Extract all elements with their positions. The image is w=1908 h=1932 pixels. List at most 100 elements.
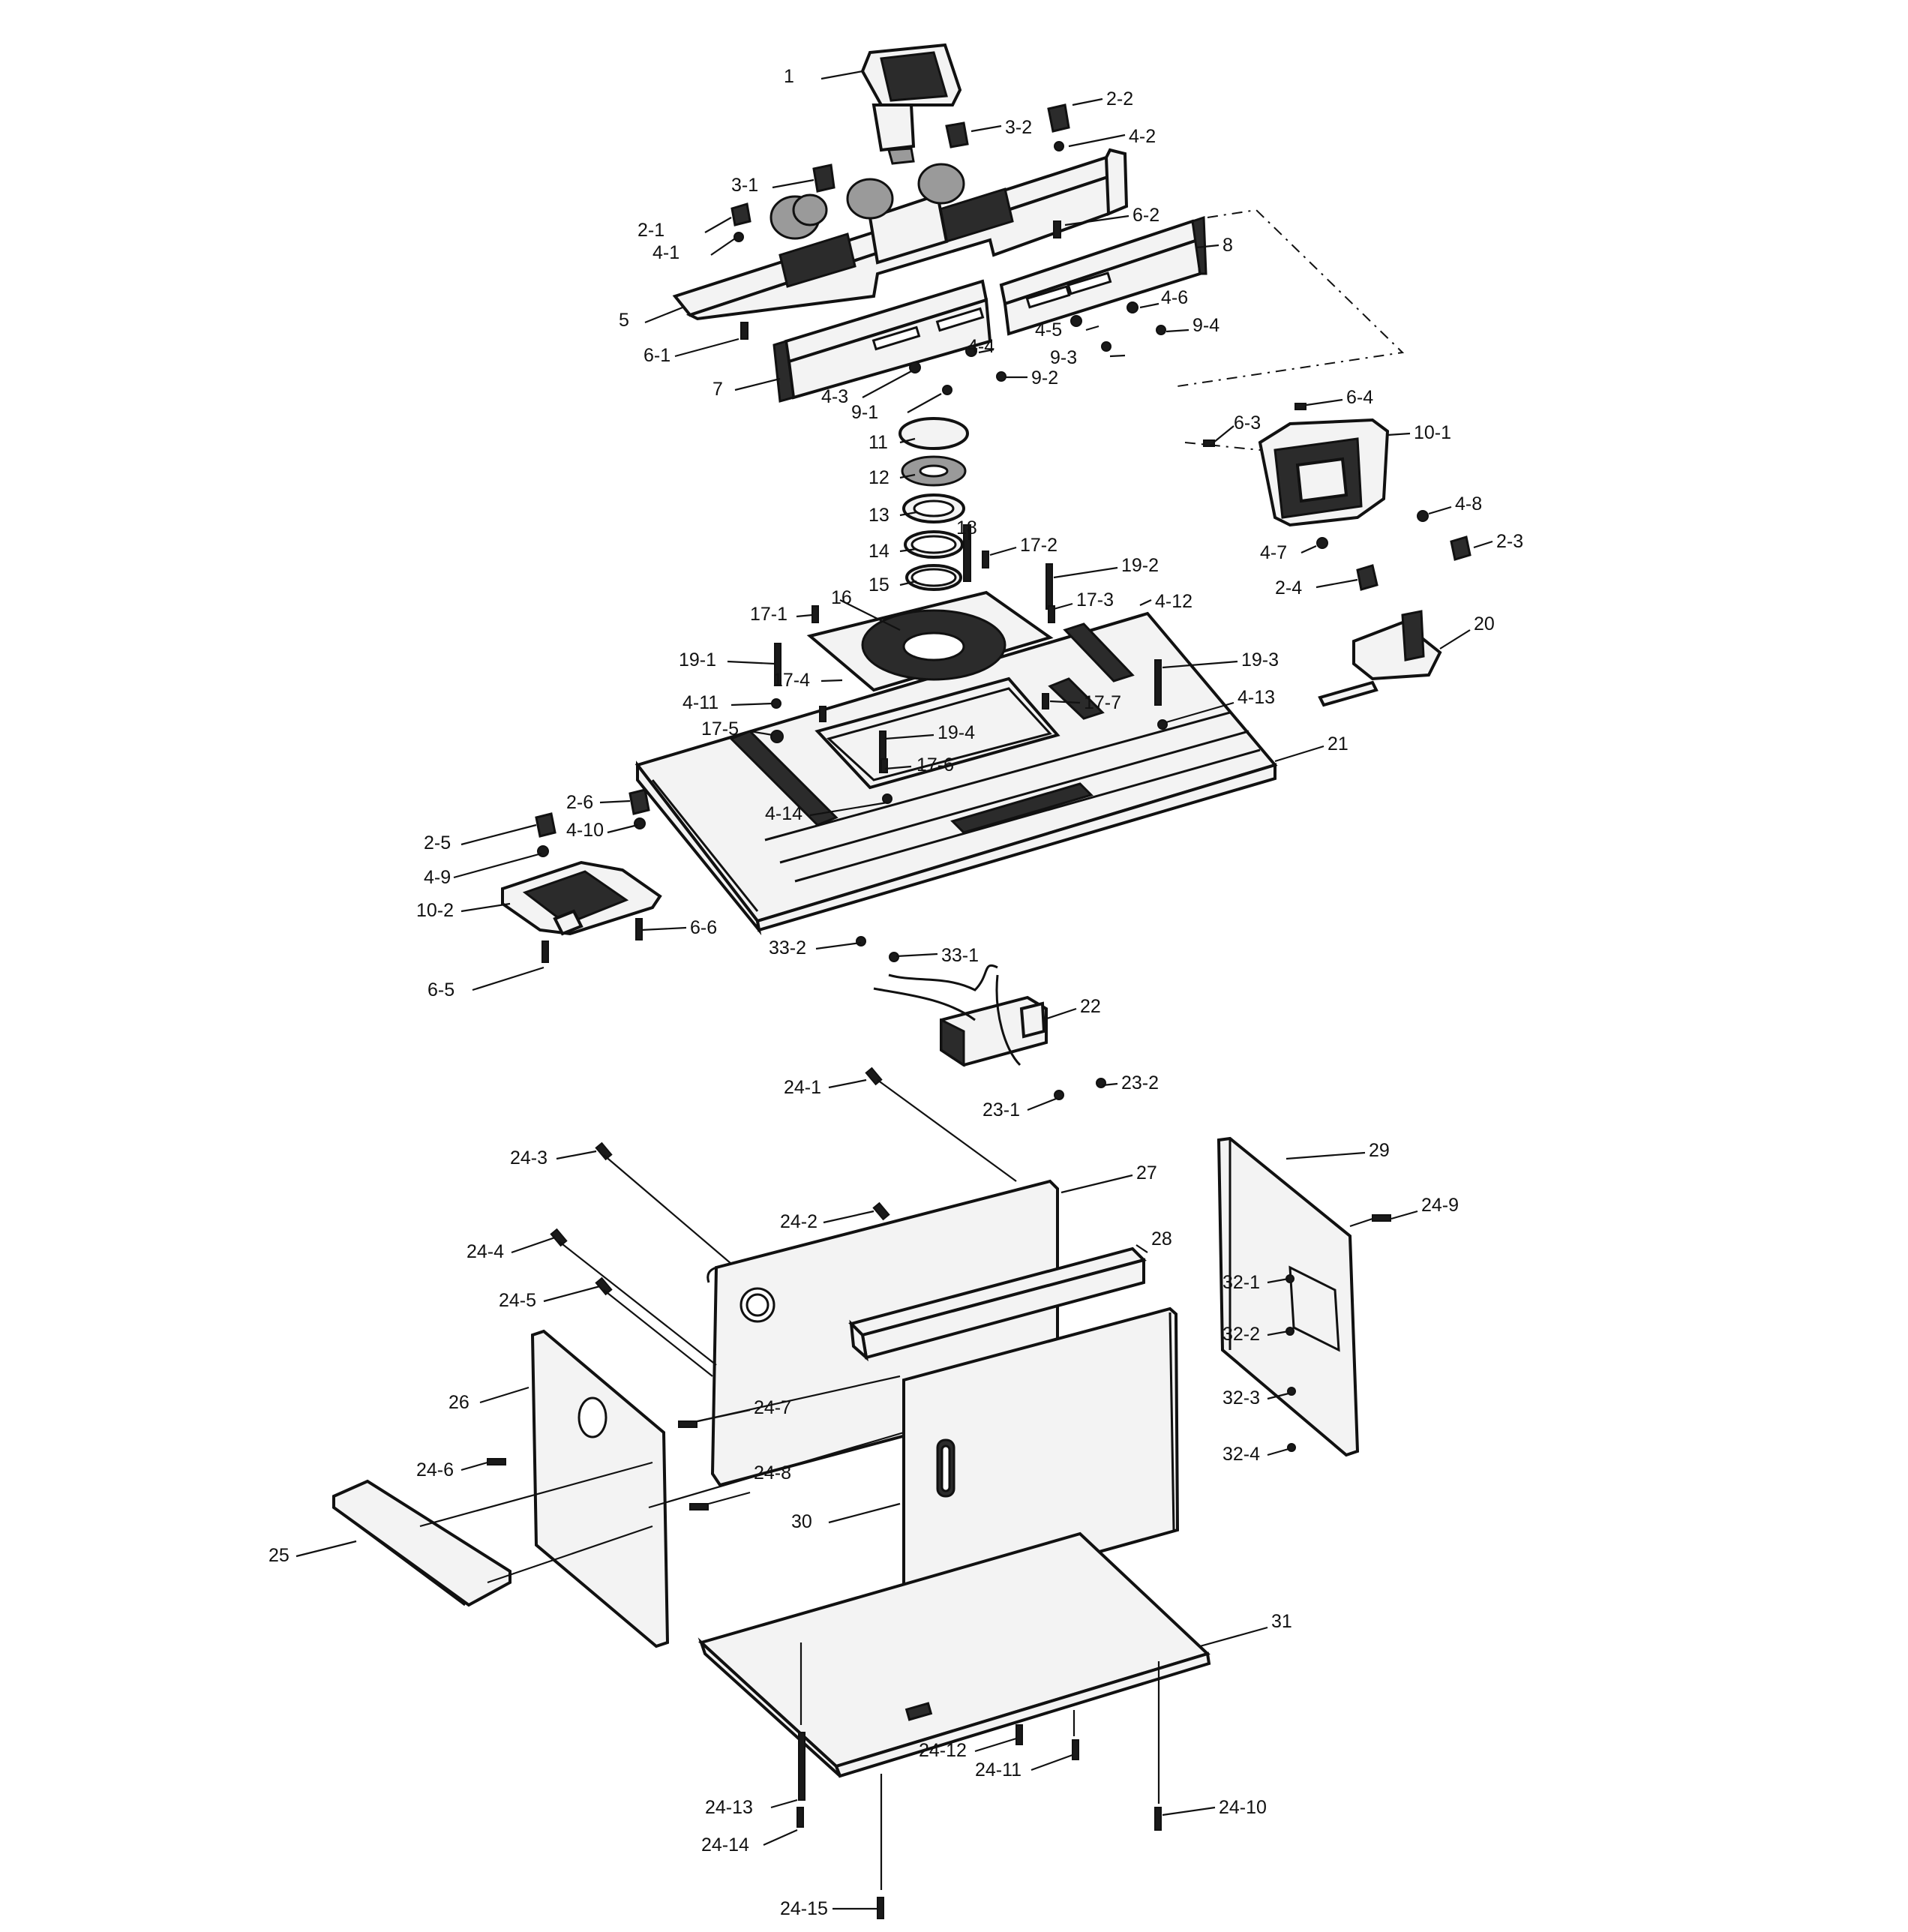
washer-4-7 xyxy=(1316,537,1328,549)
callout-24-8: 24-8 xyxy=(754,1462,791,1484)
callout-24-11: 24-11 xyxy=(975,1760,1022,1780)
callout-8: 8 xyxy=(1222,235,1233,256)
callout-24-6: 24-6 xyxy=(416,1460,454,1480)
callout-4-13: 4-13 xyxy=(1238,687,1275,708)
featherboard-right-part xyxy=(1184,403,1472,591)
callout-17-1: 17-1 xyxy=(750,604,788,625)
callout-15: 15 xyxy=(868,574,890,596)
knob-2-5 xyxy=(535,812,556,838)
washer-4-2 xyxy=(1054,141,1064,152)
callout-10-1: 10-1 xyxy=(1414,422,1451,443)
callout-20: 20 xyxy=(1474,614,1495,634)
callout-1: 1 xyxy=(784,66,794,87)
knob-9-2 xyxy=(996,371,1006,382)
callout-28: 28 xyxy=(1151,1228,1172,1250)
callout-17-6: 17-6 xyxy=(916,754,954,776)
callout-31: 31 xyxy=(1271,1611,1292,1632)
callout-32-3: 32-3 xyxy=(1222,1388,1260,1408)
knob-9-3 xyxy=(1101,341,1112,352)
top-rail-part xyxy=(848,1246,1147,1362)
callout-19-2: 19-2 xyxy=(1121,555,1159,576)
callout-5: 5 xyxy=(619,310,629,331)
screw-6-5 xyxy=(542,940,549,963)
fence-rail-part xyxy=(672,148,1129,321)
washer-4-3 xyxy=(909,362,921,374)
washer-4-5 xyxy=(1070,315,1082,327)
callout-2-3: 2-3 xyxy=(1496,531,1523,552)
callout-24-9: 24-9 xyxy=(1421,1195,1459,1216)
callout-13: 13 xyxy=(868,505,890,526)
screw-23-1 xyxy=(1054,1090,1064,1100)
shelf-part xyxy=(332,1479,512,1607)
callout-27: 27 xyxy=(1136,1162,1157,1184)
screw-6-2 xyxy=(1053,220,1061,238)
washer-4-4 xyxy=(965,345,977,357)
callout-14: 14 xyxy=(868,541,890,562)
bit-guard-part xyxy=(860,43,962,165)
callout-23-1: 23-1 xyxy=(982,1100,1020,1120)
callout-4-8: 4-8 xyxy=(1455,494,1482,514)
callout-18: 18 xyxy=(956,518,977,538)
callout-22: 22 xyxy=(1080,996,1101,1017)
screw-6-1 xyxy=(740,322,748,340)
callout-12: 12 xyxy=(868,467,890,488)
washer-4-10 xyxy=(634,818,646,830)
callout-9-3: 9-3 xyxy=(1050,347,1077,368)
callout-6-5: 6-5 xyxy=(428,980,454,1000)
callout-19-3: 19-3 xyxy=(1241,650,1279,670)
callout-17-7: 17-7 xyxy=(1084,692,1121,713)
callout-32-2: 32-2 xyxy=(1222,1324,1260,1345)
callout-3-2: 3-2 xyxy=(1005,117,1032,138)
callout-4-11: 4-11 xyxy=(682,692,718,713)
callout-17-4: 17-4 xyxy=(772,670,810,691)
callout-16: 16 xyxy=(831,587,852,608)
featherboard-left-part xyxy=(501,788,662,963)
callout-11: 11 xyxy=(868,432,888,453)
knob-2-1 xyxy=(730,202,752,226)
callout-9-2: 9-2 xyxy=(1031,368,1058,388)
callout-4-9: 4-9 xyxy=(424,867,451,888)
callout-21: 21 xyxy=(1328,734,1348,754)
callout-4-12: 4-12 xyxy=(1155,591,1192,612)
knob-2-6 xyxy=(628,788,650,815)
table-fasteners xyxy=(770,524,1168,804)
callout-4-6: 4-6 xyxy=(1161,287,1188,308)
callout-2-5: 2-5 xyxy=(424,832,451,854)
callout-24-3: 24-3 xyxy=(510,1148,548,1168)
callout-4-3: 4-3 xyxy=(821,386,848,407)
callout-4-5: 4-5 xyxy=(1035,320,1062,340)
washer-4-1 xyxy=(734,232,744,242)
right-side-panel-part xyxy=(1216,1136,1360,1457)
knob-9-4 xyxy=(1156,325,1166,335)
callout-4-4: 4-4 xyxy=(968,336,994,357)
callout-4-1: 4-1 xyxy=(652,242,680,263)
knob-3-1 xyxy=(812,164,836,193)
callout-24-4: 24-4 xyxy=(466,1241,504,1262)
callout-33-1: 33-1 xyxy=(941,945,979,966)
callout-2-1: 2-1 xyxy=(638,220,664,241)
callout-24-5: 24-5 xyxy=(499,1290,536,1311)
callout-4-14: 4-14 xyxy=(765,803,802,824)
callout-17-5: 17-5 xyxy=(701,718,739,740)
callout-24-10: 24-10 xyxy=(1219,1797,1267,1818)
callout-6-2: 6-2 xyxy=(1132,205,1160,226)
cabinet-screws xyxy=(487,1066,1391,1919)
callout-3-1: 3-1 xyxy=(731,175,758,196)
callout-24-14: 24-14 xyxy=(701,1834,749,1856)
nut-33-2 xyxy=(856,936,866,946)
knob-2-4 xyxy=(1356,564,1378,591)
miter-gauge-part xyxy=(1318,610,1442,707)
callout-9-4: 9-4 xyxy=(1192,315,1220,336)
callout-2-2: 2-2 xyxy=(1106,88,1133,110)
fence-face-left-part xyxy=(772,279,992,403)
screw-23-2 xyxy=(1096,1078,1106,1088)
callout-33-2: 33-2 xyxy=(769,938,806,958)
knob-2-2 xyxy=(1047,104,1070,133)
callout-24-7: 24-7 xyxy=(754,1397,791,1418)
callout-6-1: 6-1 xyxy=(644,345,670,366)
cabinet-door-part xyxy=(902,1306,1180,1607)
knob-2-3 xyxy=(1450,536,1472,561)
callout-9-1: 9-1 xyxy=(851,402,878,423)
left-side-panel-part xyxy=(530,1329,670,1648)
